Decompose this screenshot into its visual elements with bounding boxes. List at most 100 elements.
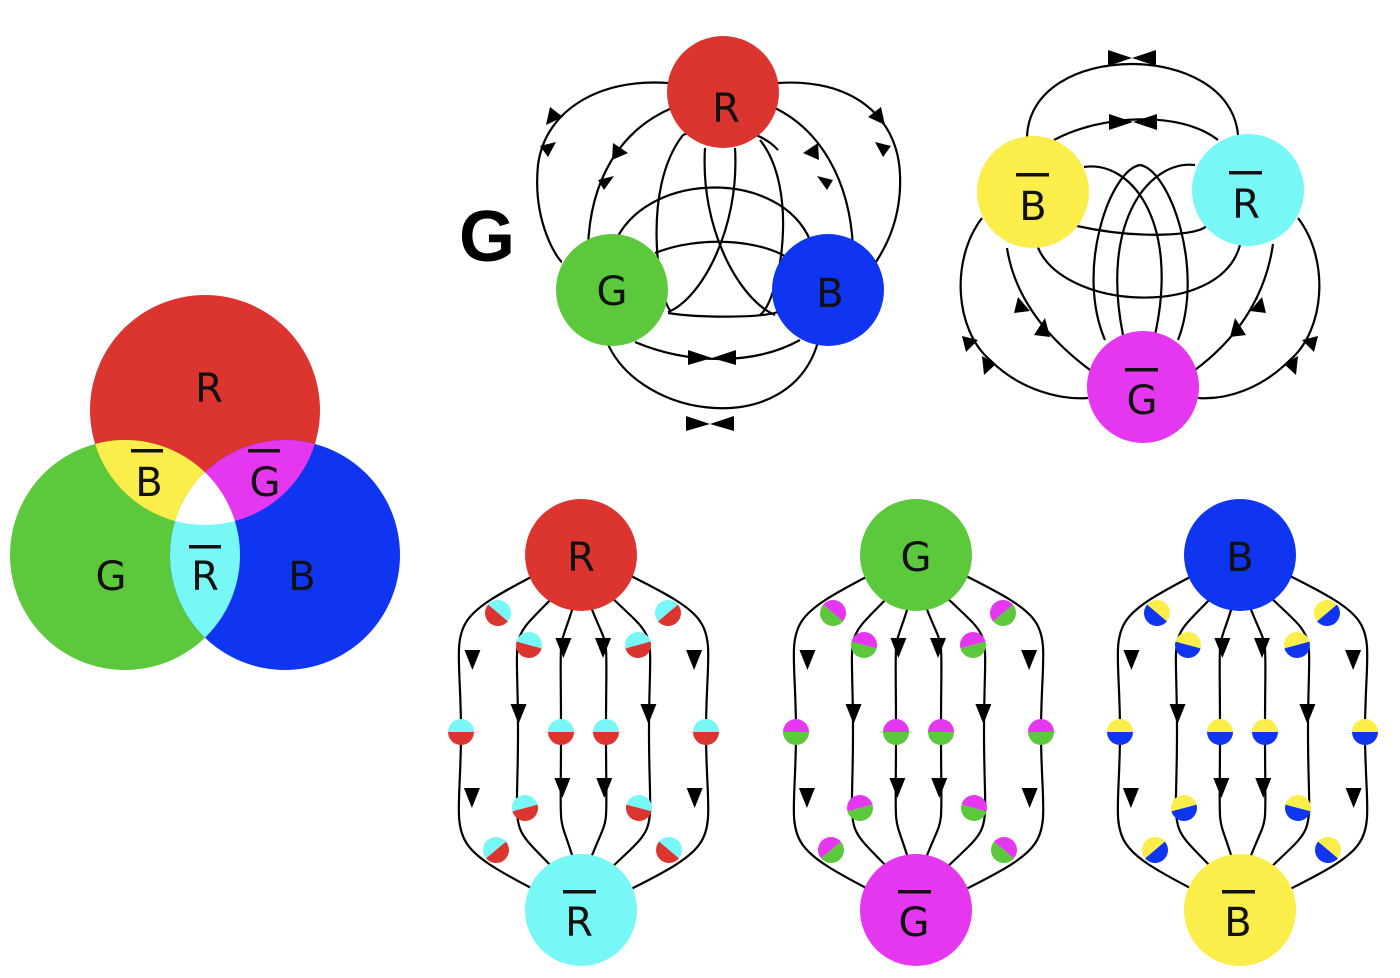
arrow-icon: [803, 143, 819, 160]
arrow-icon: [890, 638, 907, 658]
gluon-dot: [593, 719, 619, 745]
gluon-dot-anticolor-half: [960, 632, 986, 649]
overbar: [1229, 171, 1262, 175]
gluon-dot: [960, 632, 986, 658]
gluon-dot: [1314, 600, 1340, 626]
color-graph-arrows: [540, 107, 891, 431]
gluon-dot-anticolor-half: [1318, 837, 1341, 859]
gluon-dot: [1107, 719, 1133, 745]
gluon-dot-color-half: [512, 804, 538, 821]
field-diagram-g: GG: [783, 499, 1054, 966]
edge-bbar-gbar-inner: [1005, 247, 1091, 371]
gluon-dot-color-half: [991, 841, 1014, 863]
gluon-dot-color-half: [847, 804, 873, 821]
edge-loop: [759, 139, 785, 316]
node-label: R: [567, 535, 595, 581]
gluon-dot: [818, 837, 844, 863]
gluon-dot: [783, 719, 809, 745]
node-label-r: R: [712, 86, 740, 132]
gluon-dot-anticolor-half: [1284, 632, 1310, 649]
arrow-icon: [464, 650, 481, 670]
edge-r-b-outer: [777, 81, 902, 263]
node-label-b: B: [816, 271, 843, 317]
arrow-icon: [1213, 778, 1230, 798]
gluon-dot-anticolor-half: [990, 600, 1013, 622]
edge-bbar-gbar-outer: [959, 217, 1089, 400]
arrow-icon: [845, 704, 862, 724]
anticolor-graph-edges: [959, 62, 1321, 400]
arrow-icon: [962, 336, 978, 352]
anticolor-graph: B R G: [959, 50, 1321, 443]
overbar: [563, 890, 596, 894]
edge-loop: [1083, 165, 1163, 336]
edge-rbar-gbar-outer: [1197, 217, 1321, 400]
gluon-dot-anticolor-half: [516, 632, 542, 649]
overbar: [189, 545, 221, 549]
gluon-dot-color-half: [851, 641, 877, 658]
gluon-dot-color-half: [820, 604, 843, 626]
gluon-dot: [990, 600, 1016, 626]
gluon-dot: [847, 795, 873, 821]
gluon-dot-anticolor-half: [1352, 719, 1378, 732]
gluon-dot: [656, 837, 682, 863]
venn-overlap-yellow: [90, 440, 240, 525]
gluon-dot-anticolor-half: [928, 719, 954, 732]
gluon-dot: [1207, 719, 1233, 745]
edge-rbar-gbar-inner: [1194, 243, 1275, 371]
gluon-dot-color-half: [961, 804, 987, 821]
gluon-dot: [485, 600, 511, 626]
arrow-icon: [688, 350, 712, 365]
gluon-dot: [1142, 837, 1168, 863]
node-red: [525, 499, 637, 611]
arrow-icon: [1132, 50, 1156, 66]
edge-loop: [654, 240, 789, 259]
node-green: [860, 499, 972, 611]
gluon-dot: [1284, 632, 1310, 658]
gluon-dot-anticolor-half: [512, 795, 538, 812]
gluon-dot: [820, 600, 846, 626]
gluon-dot-anticolor-half: [961, 795, 987, 812]
arrow-icon: [817, 176, 833, 190]
gluon-dot: [928, 719, 954, 745]
gluon-dot: [483, 837, 509, 863]
node-yellow: [1184, 854, 1296, 966]
overbar: [1222, 890, 1255, 894]
field-line: [608, 594, 652, 871]
node-label: G: [901, 535, 932, 581]
overbar: [898, 890, 931, 894]
gluon-dot-anticolor-half: [847, 795, 873, 812]
gluon-dots: [783, 600, 1054, 863]
gluon-dot-color-half: [625, 641, 651, 658]
color-graph: R G B: [536, 36, 902, 431]
arrow-icon: [595, 638, 612, 658]
edge-loop: [1116, 163, 1196, 336]
gluon-dot-color-half: [1284, 641, 1310, 658]
gluon-dot: [1352, 719, 1378, 745]
gluon-dot-anticolor-half: [659, 837, 682, 859]
arrow-icon: [1021, 650, 1038, 670]
gluon-dot-color-half: [626, 804, 652, 821]
gluon-dot-color-half: [783, 732, 809, 745]
arrow-icon: [889, 778, 906, 798]
arrow-icon: [510, 704, 527, 724]
field-line: [515, 594, 556, 871]
node-label-g: G: [597, 269, 628, 315]
gluon-dot-color-half: [1252, 732, 1278, 745]
edge-g-b-outer: [605, 341, 820, 410]
overbar: [1125, 368, 1158, 372]
venn-label-g: G: [96, 554, 127, 600]
gluon-dot-anticolor-half: [818, 837, 841, 859]
gluon-dot-anticolor-half: [548, 719, 574, 732]
node-green: [556, 234, 668, 346]
node-yellow-anti-blue: [977, 136, 1089, 248]
venn-label-b-bar: B: [135, 460, 162, 506]
arrow-icon: [799, 650, 816, 670]
gluon-dot-anticolor-half: [625, 632, 651, 649]
node-label-b-bar: B: [1019, 184, 1046, 230]
gluon-dot-anticolor-half: [823, 600, 846, 622]
arrow-icon: [596, 778, 613, 798]
gluon-dot: [548, 719, 574, 745]
node-label-bar: B: [1224, 900, 1251, 946]
gluon-dot-anticolor-half: [1285, 795, 1311, 812]
